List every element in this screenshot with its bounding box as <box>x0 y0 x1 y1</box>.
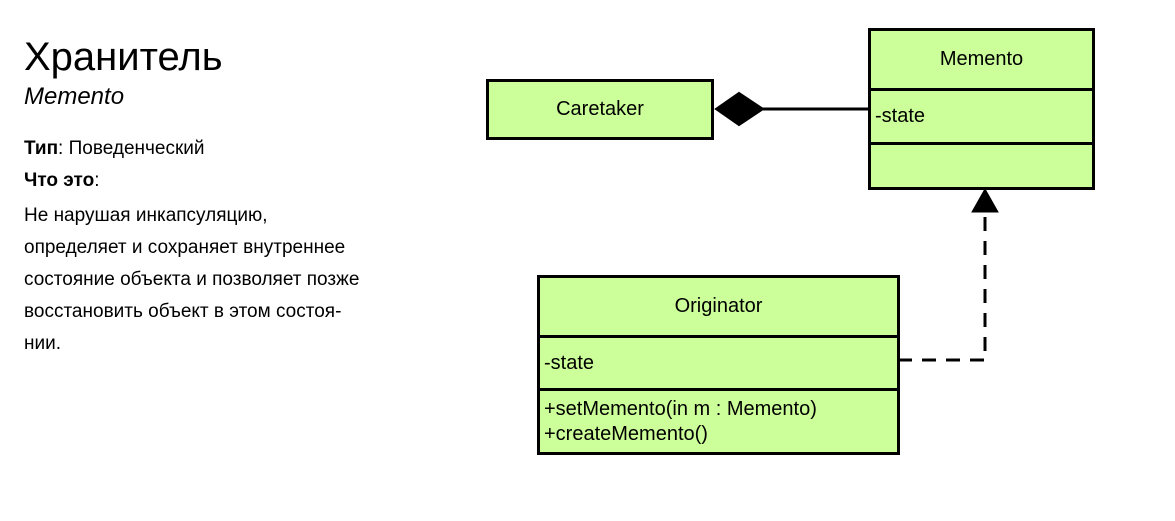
pattern-info-panel: Хранитель Memento Тип: Поведенческий Что… <box>24 34 474 360</box>
class-attributes-compartment: -state <box>540 335 897 388</box>
class-name-label: Originator <box>674 295 763 317</box>
pattern-type-label: Тип <box>24 138 59 159</box>
pattern-description: Не нарушая инкапсуляцию, определяет и со… <box>24 200 474 360</box>
class-attributes-label: -state <box>544 351 595 374</box>
pattern-type-separator: : <box>58 138 69 159</box>
class-attributes-label: -state <box>875 105 926 127</box>
pattern-type-row: Тип: Поведенческий <box>24 134 474 164</box>
class-name-compartment: Caretaker <box>489 82 711 137</box>
uml-class-originator[interactable]: Originator -state +setMemento(in m : Mem… <box>537 275 900 455</box>
class-name-label: Memento <box>939 48 1024 70</box>
class-operations-label: +setMemento(in m : Memento) +createMemen… <box>544 397 817 445</box>
description-line: определяет и сохраняет внутреннее <box>24 237 346 258</box>
filled-diamond-icon <box>714 91 765 127</box>
class-name-compartment: Memento <box>871 31 1092 88</box>
dependency-line <box>898 205 987 362</box>
pattern-what-label: Что это <box>24 170 95 191</box>
class-attributes-compartment: -state <box>871 88 1092 142</box>
class-operations-compartment: +setMemento(in m : Memento) +createMemen… <box>540 388 897 452</box>
pattern-subtitle: Memento <box>24 83 125 110</box>
filled-arrow-icon <box>971 187 999 213</box>
pattern-what-separator: : <box>94 170 100 191</box>
page-title: Хранитель <box>24 35 223 79</box>
pattern-type-value: Поведенческий <box>68 138 205 159</box>
description-line: нии. <box>24 333 61 354</box>
description-line: Не нарушая инкапсуляцию, <box>24 205 268 226</box>
class-name-label: Caretaker <box>556 98 644 120</box>
class-operations-compartment <box>871 142 1092 187</box>
description-line: состояние объекта и позволяет позже <box>24 269 360 290</box>
uml-class-memento[interactable]: Memento -state <box>868 28 1095 190</box>
uml-class-caretaker[interactable]: Caretaker <box>486 79 714 140</box>
pattern-what-row: Что это: <box>24 166 474 196</box>
class-name-compartment: Originator <box>540 278 897 335</box>
description-line: восстановить объект в этом состоя- <box>24 301 342 322</box>
